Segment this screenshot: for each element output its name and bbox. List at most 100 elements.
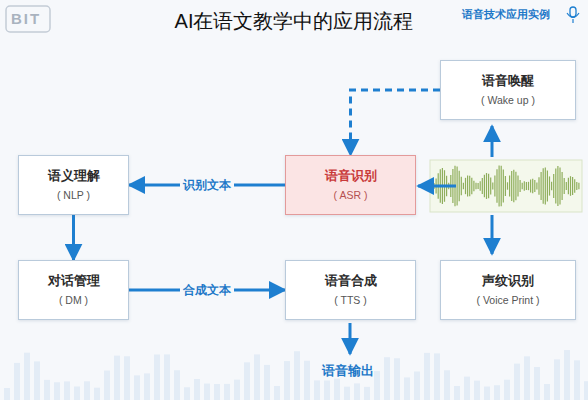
- wave-stroke: [484, 175, 485, 197]
- wave-stroke: [561, 172, 562, 200]
- wave-stroke: [505, 176, 506, 196]
- bar: [304, 361, 310, 400]
- process-box: 对话管理( DM ): [18, 260, 129, 320]
- bar: [404, 377, 410, 400]
- bar: [174, 370, 180, 400]
- box-subtitle: ( ASR ): [334, 188, 368, 203]
- wave-stroke: [499, 166, 500, 207]
- bar: [94, 388, 100, 400]
- wave-stroke: [549, 176, 550, 195]
- wave-stroke: [503, 169, 504, 202]
- wave-stroke: [475, 183, 476, 190]
- process-box: 语音唤醒 ( Wake up ): [440, 60, 576, 120]
- wave-stroke: [490, 177, 491, 194]
- box-subtitle: ( DM ): [59, 293, 88, 308]
- bar: [184, 387, 190, 400]
- bar: [214, 384, 220, 400]
- box-subtitle: ( TTS ): [334, 293, 366, 308]
- wave-stroke: [471, 178, 472, 194]
- box-title: 语音合成: [325, 273, 377, 290]
- process-box: 声纹识别( Voice Print ): [440, 260, 576, 320]
- equalizer-bars: [4, 350, 588, 400]
- bar: [124, 356, 130, 400]
- output-arrow: [349, 323, 352, 354]
- bar: [474, 381, 480, 400]
- bar: [384, 357, 390, 400]
- wave-stroke: [568, 178, 569, 194]
- wave-stroke: [522, 183, 523, 190]
- wave-stroke: [524, 181, 525, 190]
- wave-stroke: [530, 180, 531, 193]
- wave-stroke: [576, 182, 577, 190]
- bar: [244, 362, 250, 400]
- bar: [544, 384, 550, 400]
- wave-stroke: [532, 179, 533, 194]
- wave-stroke: [467, 175, 468, 196]
- wave-stroke: [509, 175, 510, 196]
- wave-stroke: [511, 171, 512, 201]
- wave-stroke: [496, 169, 497, 203]
- bar: [514, 364, 520, 400]
- bar: [24, 353, 30, 400]
- bar: [164, 354, 170, 400]
- wave-stroke: [473, 181, 474, 192]
- bar: [354, 383, 360, 400]
- bar: [44, 380, 50, 400]
- bar: [224, 384, 230, 400]
- wave-stroke: [494, 175, 495, 196]
- bar: [234, 380, 240, 400]
- bar: [134, 375, 140, 400]
- bar: [54, 382, 60, 400]
- process-box: 语音识别( ASR ): [285, 155, 416, 215]
- logo-text: BIT: [11, 10, 41, 27]
- wave-stroke: [507, 182, 508, 189]
- bar: [494, 385, 500, 400]
- bar: [334, 379, 340, 400]
- wake-arrow: [491, 126, 494, 157]
- wave-stroke: [480, 181, 481, 191]
- box-subtitle: ( NLP ): [57, 188, 90, 203]
- bar: [454, 386, 460, 400]
- input-arrow: [418, 185, 456, 188]
- box-title: 语音唤醒: [482, 73, 534, 90]
- bar: [104, 370, 110, 400]
- wave-stroke: [482, 178, 483, 194]
- wave-stroke: [578, 183, 579, 190]
- bar: [194, 379, 200, 400]
- wave-stroke: [488, 174, 489, 198]
- bar: [84, 381, 90, 400]
- bar: [464, 377, 470, 400]
- wave-stroke: [534, 180, 535, 192]
- wave-stroke: [566, 182, 567, 190]
- wave-stroke: [478, 183, 479, 189]
- process-box: 语音合成 ( TTS ): [285, 260, 416, 320]
- wave-stroke: [555, 168, 556, 203]
- process-box: 语义理解( NLP ): [18, 155, 129, 215]
- wave-stroke: [572, 177, 573, 195]
- edge-label: 合成文本: [180, 282, 234, 299]
- bar: [254, 354, 260, 400]
- wave-stroke: [492, 182, 493, 189]
- box-subtitle: ( Wake up ): [481, 93, 535, 108]
- wave-stroke: [564, 178, 565, 194]
- bar: [114, 356, 120, 400]
- bar: [284, 361, 290, 400]
- box-title: 声纹识别: [482, 273, 534, 290]
- bar: [584, 381, 588, 400]
- bar: [314, 380, 320, 400]
- flow-arrow: [351, 90, 441, 155]
- bar: [554, 359, 560, 400]
- wave-stroke: [536, 182, 537, 189]
- wave-stroke: [528, 182, 529, 190]
- wave-stroke: [461, 177, 462, 195]
- wave-stroke: [501, 166, 502, 207]
- wave-stroke: [545, 168, 546, 205]
- bar: [414, 371, 420, 400]
- bar: [4, 388, 10, 400]
- wave-stroke: [457, 167, 458, 206]
- bar: [144, 373, 150, 400]
- bar: [394, 358, 400, 400]
- wave-stroke: [570, 176, 571, 196]
- bar: [534, 367, 540, 400]
- bar: [14, 363, 20, 400]
